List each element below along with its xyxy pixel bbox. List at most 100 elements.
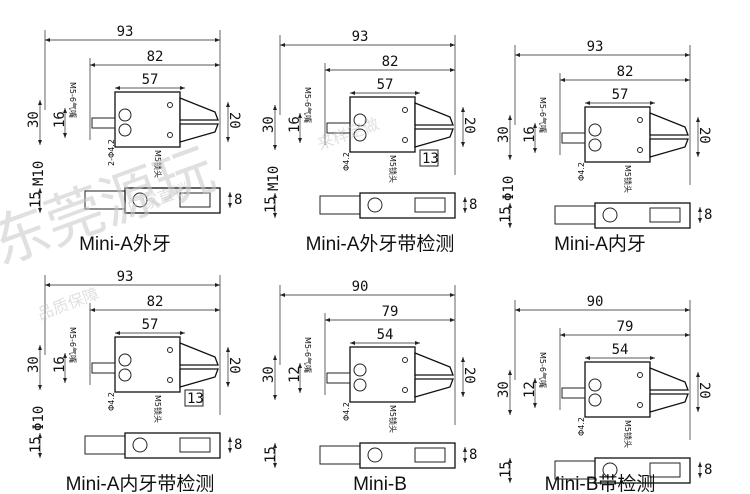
fitting-top-view: [84, 435, 126, 455]
arrow-head: [650, 101, 655, 105]
arrow-head: [350, 341, 355, 345]
caption-6: Mini-B带检测: [545, 473, 656, 494]
arrow-head: [450, 293, 455, 297]
screw-label: M5锁头: [153, 395, 163, 423]
base-height-label: 15: [28, 191, 44, 208]
pivot-top-view: [132, 192, 148, 208]
thread-label: Φ10: [501, 176, 517, 201]
mount-hole: [167, 347, 173, 353]
air-fitting: [561, 132, 586, 144]
body-top-view: [594, 457, 691, 484]
dim-short-label: 57: [142, 317, 159, 333]
caption-2: Mini-A外牙带检测: [306, 233, 455, 255]
upper-jaw: [649, 112, 689, 136]
arrow-head: [696, 152, 700, 157]
jaw-height-label: 20: [696, 127, 712, 144]
hole-label: Φ4.2: [577, 417, 586, 436]
arrow-head: [698, 473, 702, 478]
dim-total-label: 93: [117, 269, 134, 285]
dim-total-label: 93: [587, 39, 604, 55]
lower-jaw: [649, 138, 689, 158]
upper-jaw: [414, 352, 454, 376]
arrow-head: [228, 448, 232, 453]
port-label: M5-6气嘴: [68, 82, 78, 118]
lower-jaw: [179, 123, 219, 143]
base-height-label: 15: [28, 436, 44, 453]
arrow-head: [508, 458, 512, 463]
upper-jaw: [649, 367, 689, 391]
arrow-head: [450, 43, 455, 47]
arrow-head: [650, 356, 655, 360]
mount-hole: [402, 137, 408, 143]
arrow-head: [273, 463, 277, 468]
arrow-head: [508, 410, 512, 415]
dim-mid-label: 82: [382, 54, 399, 70]
jaw-top-view: [414, 447, 446, 463]
arrow-head: [698, 462, 702, 467]
cylinder-body: [114, 91, 181, 148]
caption-3: Mini-A内牙: [554, 233, 646, 255]
upper-jaw: [414, 102, 454, 126]
dim-mid-label: 82: [617, 64, 634, 80]
arrow-head: [38, 345, 42, 350]
arrow-head: [463, 447, 467, 452]
arrow-head: [685, 333, 690, 337]
lower-jaw: [649, 393, 689, 413]
port-hole: [353, 363, 367, 377]
lower-jaw: [179, 368, 219, 388]
port-hole: [118, 108, 132, 122]
dim-total-label: 90: [587, 294, 604, 310]
lower-jaw: [414, 378, 454, 398]
height-total-label: 30: [261, 116, 277, 133]
port-hole: [588, 393, 602, 407]
base-width-label: 8: [469, 447, 477, 463]
arrow-head: [63, 133, 67, 138]
port-hole: [588, 123, 602, 137]
jaw-top-view: [179, 437, 211, 453]
base-width-label: 8: [469, 197, 477, 213]
port-hole: [118, 368, 132, 382]
base-width-label: 8: [234, 192, 242, 208]
arrow-head: [508, 223, 512, 228]
arrow-head: [533, 123, 537, 128]
height-total-label: 30: [496, 126, 512, 143]
upper-jaw: [179, 342, 219, 366]
arrow-head: [685, 78, 690, 82]
dim-short-label: 54: [377, 327, 394, 343]
dim-total-label: 93: [352, 29, 369, 45]
arrow-head: [350, 91, 355, 95]
arrow-head: [298, 388, 302, 393]
jaw-height-label: 20: [461, 117, 477, 134]
lower-jaw: [414, 128, 454, 148]
arrow-head: [63, 108, 67, 113]
cylinder-body: [584, 106, 651, 163]
arrow-head: [38, 433, 42, 438]
dim-mid-label: 79: [617, 319, 634, 335]
arrow-head: [325, 318, 330, 322]
port-label: M5-6气嘴: [303, 337, 313, 373]
air-fitting: [91, 117, 116, 129]
thread-label: Φ10: [31, 406, 47, 431]
dim-total-label: 90: [352, 279, 369, 295]
arrow-head: [273, 443, 277, 448]
arrow-head: [180, 331, 185, 335]
arrow-head: [280, 43, 285, 47]
arrow-head: [415, 91, 420, 95]
arrow-head: [461, 142, 465, 147]
fitting-top-view: [554, 205, 596, 225]
port-label: M5-6气嘴: [303, 87, 313, 123]
arrow-head: [685, 53, 690, 57]
arrow-head: [533, 378, 537, 383]
air-fitting: [326, 372, 351, 384]
dim-mid-label: 82: [147, 49, 164, 65]
jaw-top-view: [649, 462, 681, 478]
arrow-head: [463, 208, 467, 213]
height-total-label: 30: [496, 381, 512, 398]
screw-label: M5锁头: [623, 165, 633, 193]
base-height-label: 15: [263, 196, 279, 213]
arrow-head: [508, 115, 512, 120]
dim-mid-label: 82: [147, 294, 164, 310]
